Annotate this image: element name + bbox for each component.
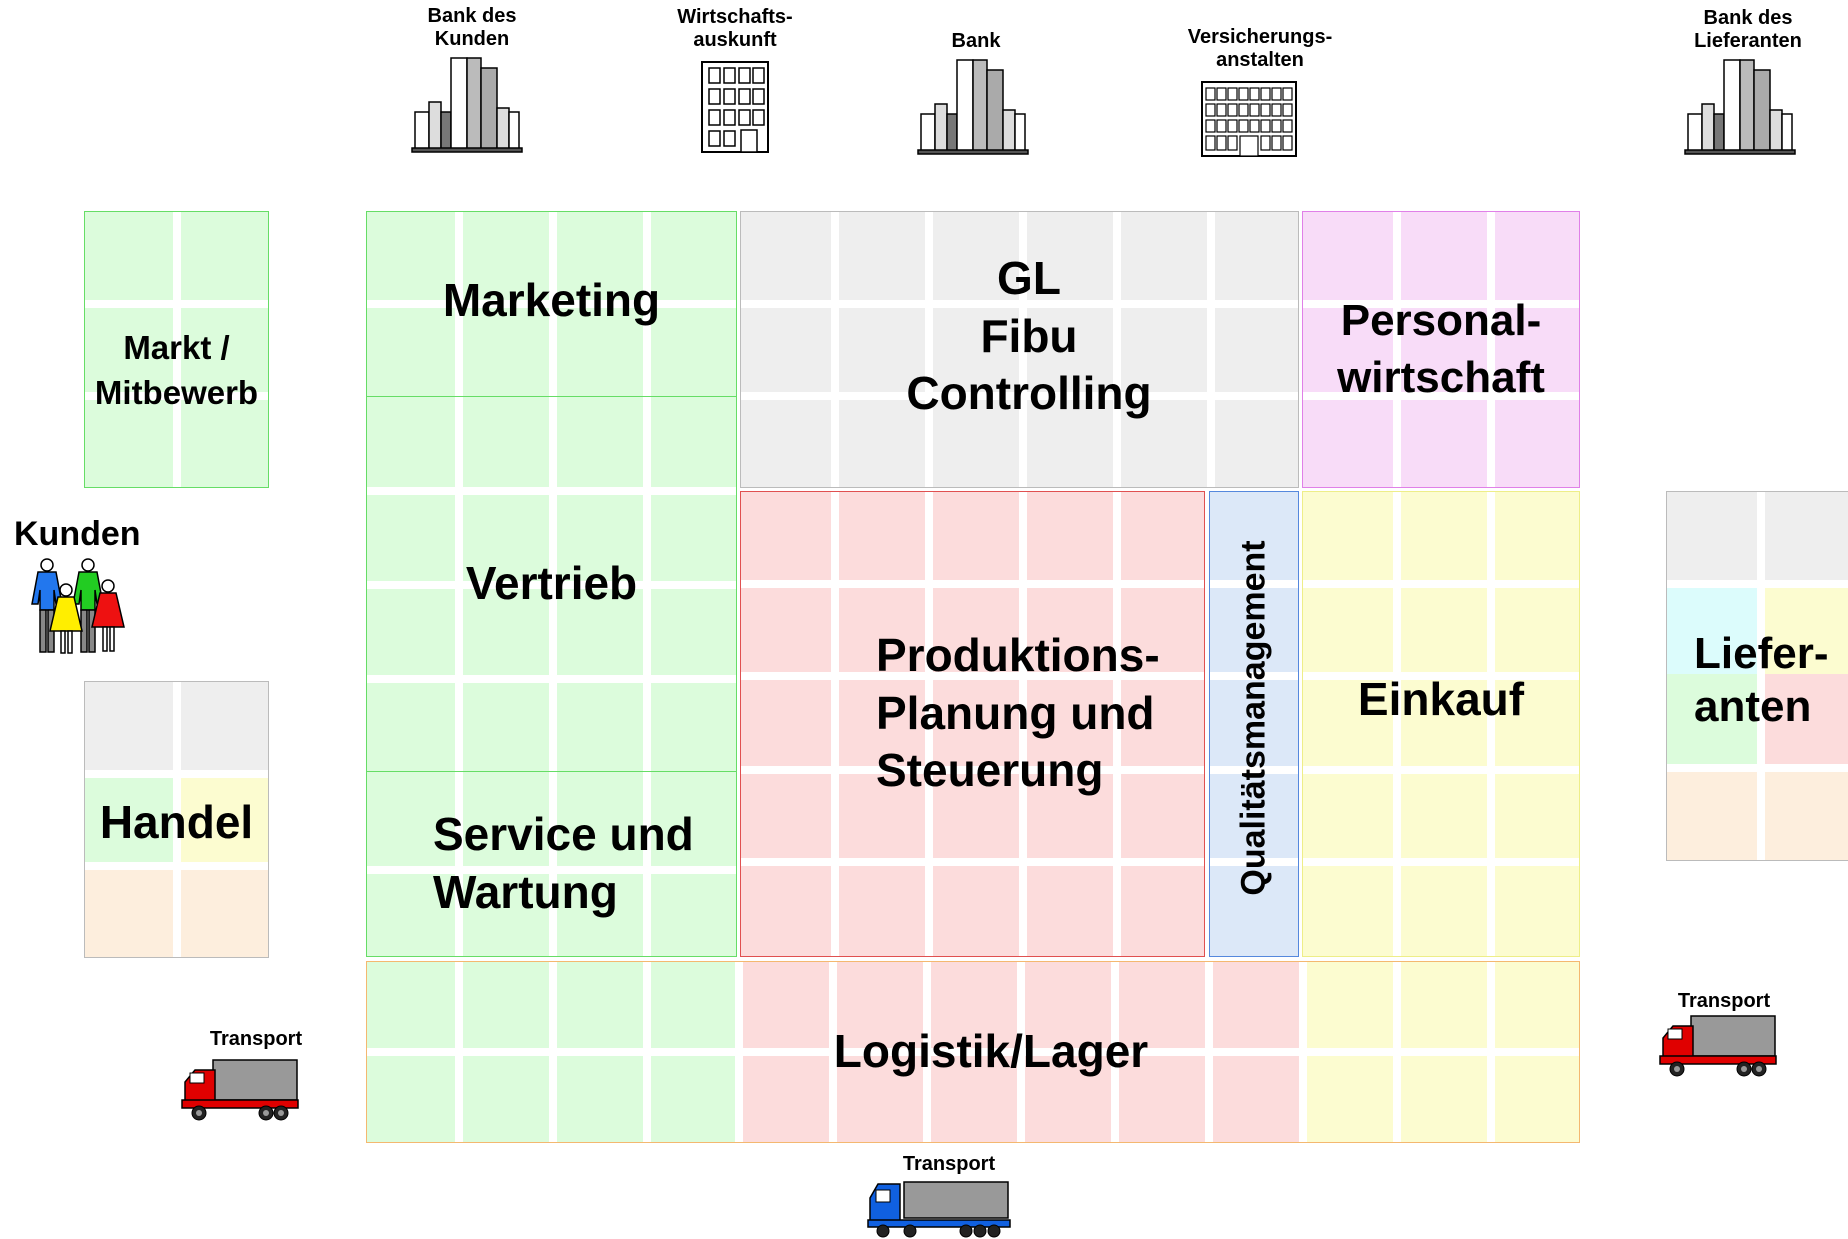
versicherungsanstalten-label: Versicherungs- anstalten: [1187, 26, 1333, 71]
einkauf-box[interactable]: [1302, 491, 1580, 957]
lieferanten-box[interactable]: [1666, 491, 1848, 861]
red-truck-icon: [181, 1059, 299, 1121]
kunden-label: Kunden: [14, 515, 141, 553]
bank-label: Bank: [951, 30, 1001, 52]
transport-left-label: Transport: [209, 1028, 303, 1050]
produktion-label: Produktions- Planung und Steuerung: [876, 629, 1160, 796]
service-wartung-label: Service und Wartung: [433, 808, 694, 918]
bank-building-icon: [1684, 59, 1796, 155]
gl-fibu-controlling-box[interactable]: [740, 211, 1299, 488]
vertrieb-label: Vertrieb: [465, 557, 638, 609]
markt-mitbewerb-label: Markt / Mitbewerb: [94, 329, 259, 411]
bank-building-icon: [411, 57, 523, 153]
produktion-box[interactable]: [740, 491, 1205, 957]
marketing-label: Marketing: [442, 274, 661, 326]
personalwirtschaft-label: Personal- wirtschaft: [1337, 296, 1545, 403]
customers-people-icon: [31, 558, 125, 654]
bank-building-icon: [917, 59, 1029, 155]
bank-des-kunden-label: Bank des Kunden: [427, 5, 517, 50]
gl-fibu-controlling-label: GL Fibu Controlling: [906, 252, 1152, 419]
bank-des-lieferanten-label: Bank des Lieferanten: [1694, 7, 1802, 52]
lieferanten-label: Liefer- anten: [1694, 629, 1829, 731]
einkauf-label: Einkauf: [1357, 673, 1525, 725]
logistik-lager-box[interactable]: [366, 961, 1580, 1143]
vertrieb-box[interactable]: [366, 396, 737, 772]
marketing-box[interactable]: [366, 211, 737, 397]
service-wartung-box[interactable]: [366, 771, 737, 957]
red-truck-icon: [1659, 1015, 1777, 1077]
handel-label: Handel: [99, 796, 254, 848]
personalwirtschaft-box[interactable]: [1302, 211, 1580, 488]
insurance-building-icon: [1201, 81, 1297, 157]
transport-bottom-label: Transport: [902, 1153, 996, 1175]
qualitaetsmanagement-label: Qualitätsmanagement: [1234, 540, 1273, 896]
office-building-icon: [701, 61, 769, 153]
markt-mitbewerb-box[interactable]: [84, 211, 269, 488]
handel-box[interactable]: [84, 681, 269, 958]
wirtschaftsauskunft-label: Wirtschafts- auskunft: [677, 6, 793, 51]
qualitaetsmanagement-box[interactable]: [1209, 491, 1299, 957]
blue-truck-icon: [867, 1181, 1011, 1238]
transport-right-label: Transport: [1677, 990, 1771, 1012]
logistik-lager-label: Logistik/Lager: [833, 1025, 1149, 1077]
